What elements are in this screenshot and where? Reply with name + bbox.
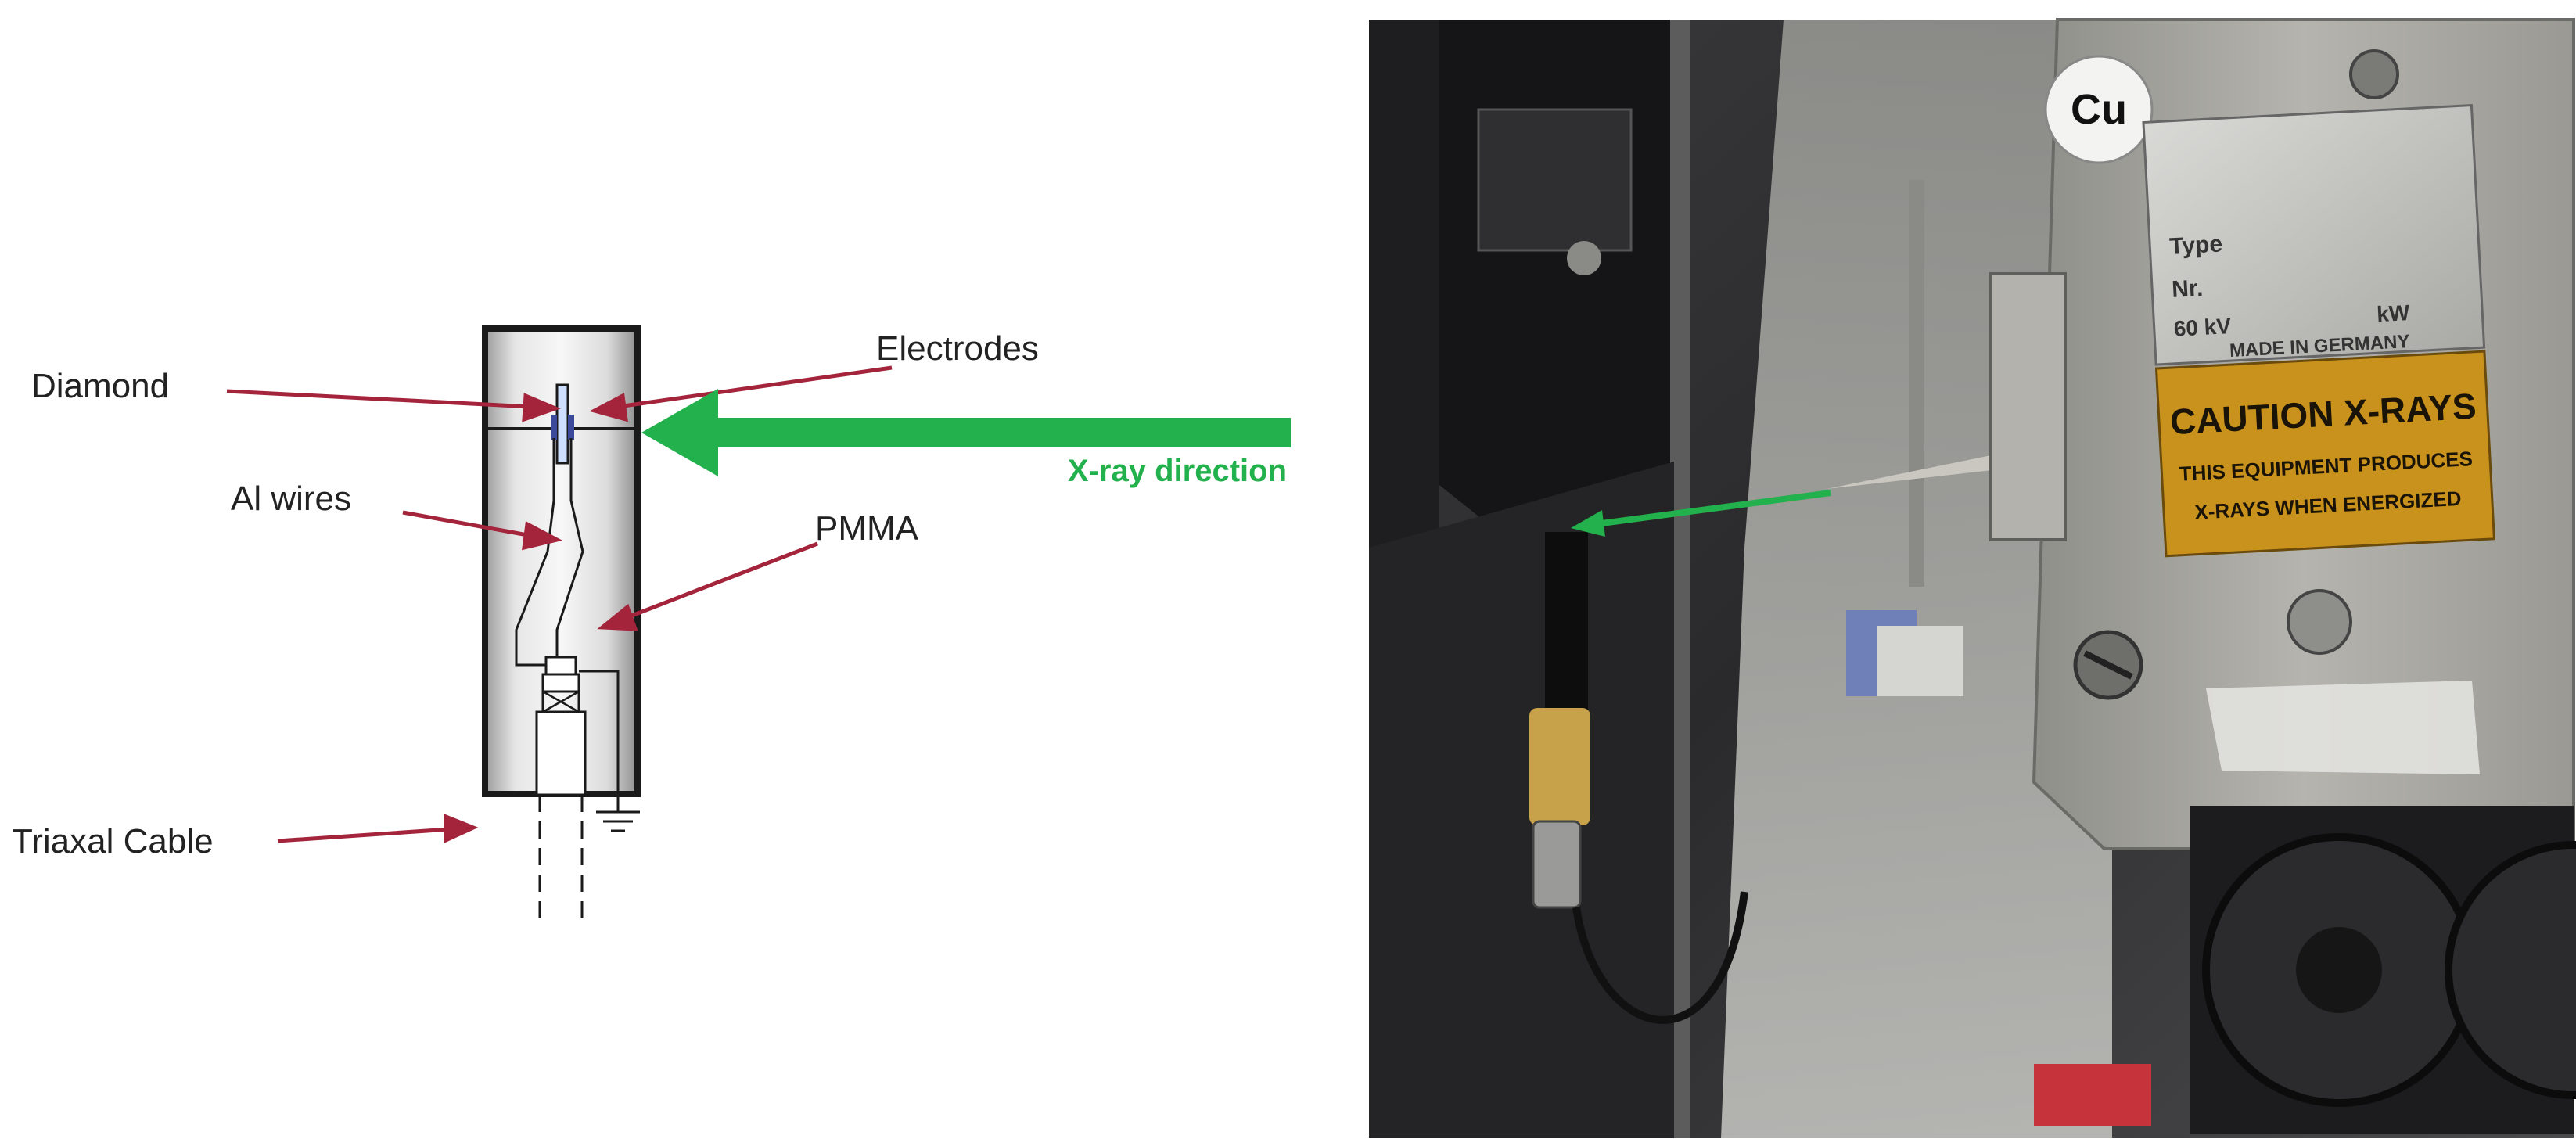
white-block xyxy=(1877,626,1963,696)
marker-arrow xyxy=(1571,490,1831,537)
triaxal-cable-outer xyxy=(535,710,587,796)
panel-bracket xyxy=(1989,272,2067,541)
tape-strip xyxy=(2206,681,2480,774)
cu-sticker xyxy=(2044,55,2154,164)
arrowhead-diamond xyxy=(522,393,561,422)
photograph: Cu Type Nr. 60 kV kW MADE IN GERMANY CAU… xyxy=(1369,18,2576,1138)
caution-label xyxy=(2154,350,2496,558)
schematic: Diamond Electrodes Al wires PMMA Triaxal… xyxy=(12,325,1291,919)
al-wire-right xyxy=(555,438,584,657)
detector-rod xyxy=(1545,532,1588,728)
arrowhead-al-wires xyxy=(522,521,563,551)
plate-nr: Nr. xyxy=(2171,275,2204,303)
arrowhead-pmma xyxy=(597,603,638,631)
warning-sticker xyxy=(2034,1064,2151,1126)
detector-cable xyxy=(1572,891,1748,1024)
plate-type: Type xyxy=(2168,231,2222,260)
fan-icon-right xyxy=(2445,841,2576,1099)
label-triaxal-cable: Triaxal Cable xyxy=(12,822,214,861)
connector-top xyxy=(544,656,577,676)
panel-screw-top xyxy=(2349,49,2399,99)
connector-mid xyxy=(541,673,580,693)
mount-top-block xyxy=(1477,108,1633,252)
detector-tape xyxy=(1529,708,1590,825)
panel-screw-mid xyxy=(2287,589,2352,655)
diamond-crystal xyxy=(555,383,569,465)
xray-arrow xyxy=(641,389,1291,476)
cooling-fans xyxy=(2190,806,2576,1134)
pointer-needle xyxy=(1827,454,1999,489)
label-diamond: Diamond xyxy=(31,367,169,405)
plate-kw: kW xyxy=(2376,300,2410,326)
screw-slot xyxy=(2083,650,2133,680)
ground-icon xyxy=(596,810,640,832)
ground-wire xyxy=(579,670,620,812)
connector-cross xyxy=(542,690,580,713)
label-al-wires: Al wires xyxy=(231,480,351,518)
mount-screw xyxy=(1567,241,1601,275)
arrowhead-electrodes xyxy=(589,393,628,422)
detector-connector xyxy=(1532,820,1582,909)
type-plate-metal xyxy=(2142,103,2486,366)
type-plate: Type Nr. 60 kV kW MADE IN GERMANY CAUTIO… xyxy=(2142,103,2496,558)
electrode-right xyxy=(568,415,574,440)
cu-sticker-text: Cu xyxy=(2071,86,2127,133)
dark-shelf xyxy=(1369,462,1674,1138)
label-electrodes: Electrodes xyxy=(876,329,1039,368)
slider-strip xyxy=(1909,180,1924,587)
plate-kv: 60 kV xyxy=(2173,314,2232,341)
arrowhead-triaxal xyxy=(444,814,479,843)
pointer-arrows xyxy=(226,365,893,843)
label-pmma: PMMA xyxy=(815,509,919,548)
label-xray-direction: X-ray direction xyxy=(1068,454,1287,488)
electrode-left xyxy=(551,415,557,440)
